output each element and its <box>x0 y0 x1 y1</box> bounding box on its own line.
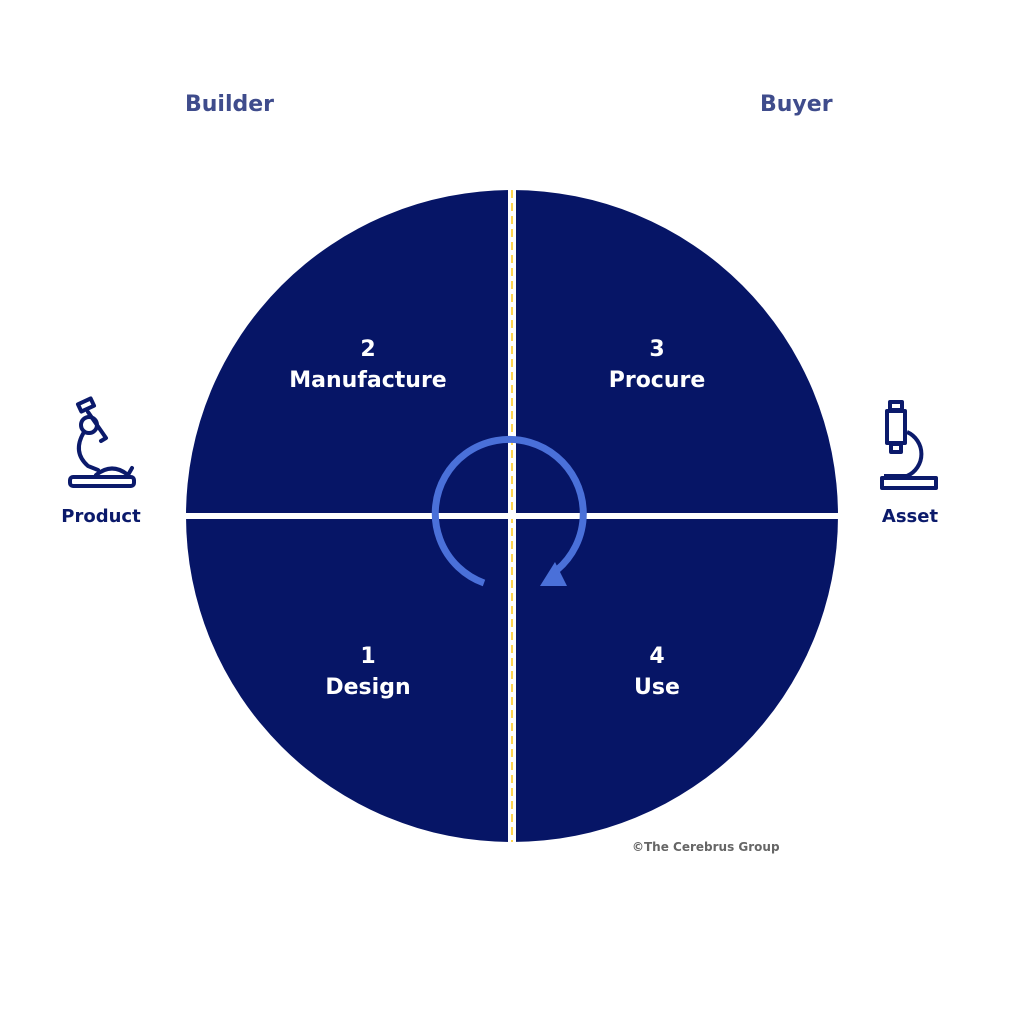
quadrant-label: Procure <box>608 368 706 393</box>
quadrant-number: 1 <box>360 644 376 669</box>
quadrant-label: Use <box>634 675 680 700</box>
cycle-arrow-icon <box>431 435 587 587</box>
builder-label: Builder <box>185 92 275 117</box>
copyright-text: ©The Cerebrus Group <box>632 840 780 854</box>
microscope-product-icon <box>68 396 136 488</box>
horizontal-divider <box>182 513 842 519</box>
quadrant-manufacture: 2 Manufacture <box>248 334 488 396</box>
quadrant-label: Manufacture <box>289 368 447 393</box>
product-label: Product <box>61 506 141 527</box>
quadrant-use: 4 Use <box>537 641 777 703</box>
buyer-label: Buyer <box>760 92 833 117</box>
quadrant-label: Design <box>325 675 411 700</box>
asset-label: Asset <box>881 506 939 527</box>
quadrant-number: 4 <box>649 644 665 669</box>
quadrant-number: 2 <box>360 337 376 362</box>
microscope-asset-icon <box>880 400 938 490</box>
quadrant-procure: 3 Procure <box>537 334 777 396</box>
quadrant-design: 1 Design <box>248 641 488 703</box>
quadrant-number: 3 <box>649 337 665 362</box>
